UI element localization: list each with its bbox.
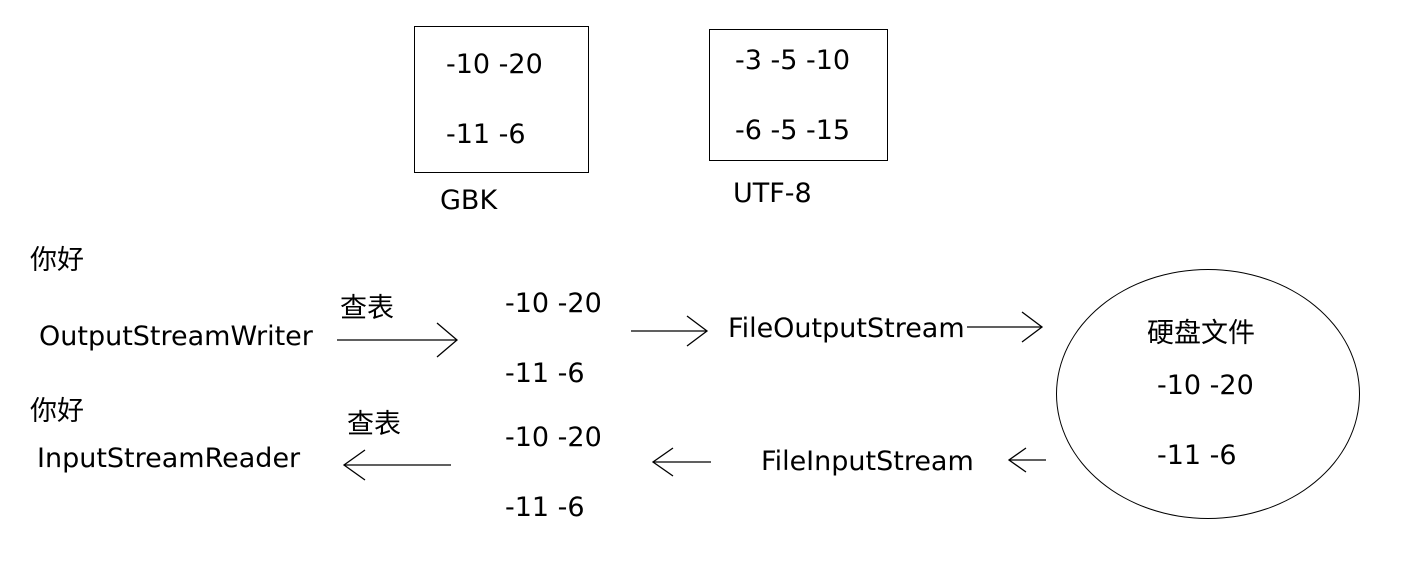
utf8-label: UTF-8 [733,178,812,209]
gbk-bytes-line1: -10 -20 [446,49,543,80]
disk-bytes-line1: -10 -20 [1157,370,1254,401]
gbk-label: GBK [440,185,498,216]
read-bytes-line1: -10 -20 [505,422,602,453]
arrow-writer-to-bytes [337,322,459,358]
read-lookup-label: 查表 [347,409,401,440]
arrow-fileinputstream-to-bytes [651,447,711,477]
utf8-encoding-box [709,29,888,161]
gbk-bytes-line2: -11 -6 [446,119,526,150]
arrow-fileoutputstream-to-disk [967,311,1044,343]
arrow-bytes-to-reader [342,449,451,481]
read-result-text: 你好 [30,396,84,427]
utf8-bytes-line2: -6 -5 -15 [735,115,851,146]
output-stream-writer-label: OutputStreamWriter [39,321,313,352]
utf8-bytes-line1: -3 -5 -10 [735,45,851,76]
gbk-encoding-box [414,26,589,173]
disk-bytes-line2: -11 -6 [1157,440,1237,471]
file-input-stream-label: FileInputStream [761,446,974,477]
disk-file-ellipse [1056,269,1360,519]
write-source-text: 你好 [30,245,84,276]
disk-file-title: 硬盘文件 [1147,318,1255,349]
write-bytes-line1: -10 -20 [505,288,602,319]
file-output-stream-label: FileOutputStream [728,313,965,344]
write-bytes-line2: -11 -6 [505,358,585,389]
read-bytes-line2: -11 -6 [505,492,585,523]
arrow-bytes-to-fileoutputstream [631,315,709,347]
arrow-disk-to-fileinputstream [1007,447,1046,473]
input-stream-reader-label: InputStreamReader [37,443,301,474]
write-lookup-label: 查表 [340,293,394,324]
